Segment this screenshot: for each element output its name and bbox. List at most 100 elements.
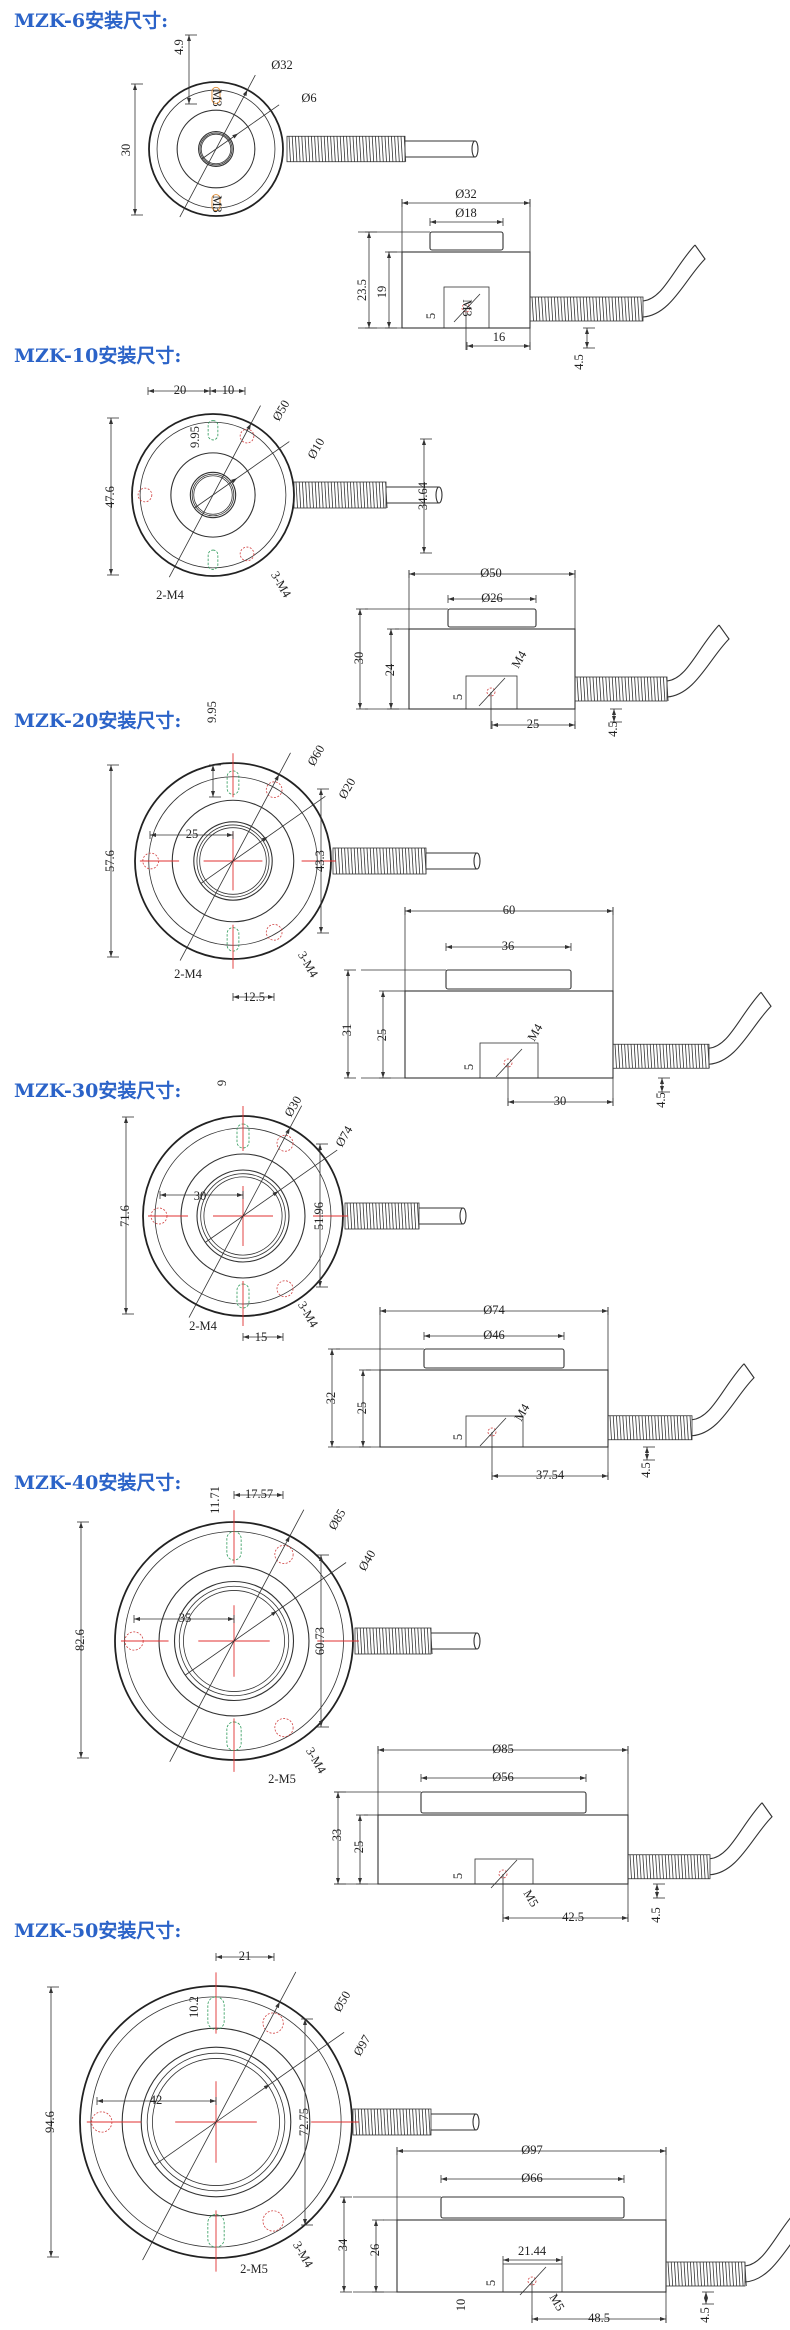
spring-coil [659, 1044, 662, 1069]
dimension-arrow [239, 389, 245, 393]
dimension-arrow [228, 1617, 234, 1621]
spring-coil [340, 481, 343, 509]
dimension-arrow [204, 389, 210, 393]
dimension-arrow [109, 765, 113, 771]
spring-coil [317, 136, 320, 162]
spring-coil [660, 1415, 664, 1440]
spring-coil [407, 1202, 410, 1230]
spring-coil [696, 2261, 699, 2287]
spring-coil [635, 1415, 638, 1440]
spring-coil [385, 481, 388, 509]
dimension-arrow [524, 344, 530, 348]
top-view-dimension-label: 51.96 [312, 1202, 326, 1230]
spring-coil [646, 1044, 649, 1069]
dimension-arrow [585, 342, 589, 348]
cable-strain-relief [344, 1202, 420, 1230]
spring-coil [741, 2261, 744, 2287]
spring-coil [725, 2261, 728, 2287]
spring-coil [700, 1854, 703, 1879]
spring-coil [428, 2108, 431, 2136]
spring-sleeve [293, 481, 387, 509]
spring-coil [595, 296, 598, 322]
spring-coil [662, 1044, 665, 1069]
spring-coil [363, 847, 366, 875]
dimension-arrow [211, 791, 215, 797]
spring-coil [653, 1044, 656, 1069]
spring-coil [388, 1202, 391, 1230]
spring-coil [366, 1627, 369, 1655]
spring-coil [376, 847, 379, 875]
spring-coil [330, 481, 334, 509]
dimension-arrow [277, 1335, 283, 1339]
cable-strain-relief [332, 847, 427, 875]
section-title: MZK-50安装尺寸: [14, 1919, 181, 1942]
side-view-dimension-label: M4 [525, 1021, 546, 1044]
top-view-dimension-label: 21 [239, 1949, 252, 1963]
dimension-arrow [430, 220, 436, 224]
dimension-arrow [285, 1127, 290, 1134]
dimension-arrow [124, 1308, 128, 1314]
spring-coil [385, 1202, 388, 1230]
top-view-dimension-label: 30 [119, 144, 133, 157]
thread-leader [519, 2266, 547, 2296]
load-boss [440, 2196, 625, 2219]
dimension-arrow [346, 1072, 350, 1078]
side-connector-pad [479, 1042, 539, 1079]
dimension-arrow [160, 1193, 166, 1197]
spring-coil [649, 1044, 653, 1069]
spring-coil [411, 1627, 414, 1655]
mounting-slot [211, 194, 221, 212]
spring-coil [391, 1627, 395, 1655]
cable-end [471, 140, 479, 158]
diameter-leader [205, 1149, 338, 1243]
spring-coil [427, 1627, 430, 1655]
top-view-dimension-label: 11.71 [208, 1486, 222, 1514]
spring-coil [382, 847, 385, 875]
spring-coil [554, 296, 557, 322]
spring-coil [667, 2261, 670, 2287]
side-view-dimension-label: 5 [462, 1064, 476, 1070]
spring-coil [362, 1202, 365, 1230]
side-view-dimension-label: M3 [460, 299, 474, 316]
top-view-dimension-label: Ø6 [301, 91, 316, 105]
side-view-dimension-label: 5 [451, 694, 465, 700]
spring-coil [380, 2108, 383, 2136]
spring-coil [630, 1044, 633, 1069]
cable [419, 1207, 463, 1225]
spring-coil [394, 136, 397, 162]
threaded-hole [265, 924, 283, 941]
spring-coil [673, 1415, 676, 1440]
spring-coil [311, 136, 314, 162]
dimension-arrow [380, 1309, 386, 1313]
spring-coil [701, 1044, 704, 1069]
spring-coil [615, 676, 618, 702]
spring-coil [417, 1627, 420, 1655]
spring-coil [674, 1854, 677, 1879]
spring-coil [663, 676, 666, 702]
spring-coil [630, 296, 634, 322]
dimension-arrow [467, 344, 473, 348]
top-view-dimension-label: 2-M4 [156, 588, 185, 602]
side-view-dimension-label: 23.5 [355, 279, 369, 301]
top-view-dimension-label: Ø60 [305, 743, 328, 769]
spring-coil [690, 1854, 693, 1879]
spring-coil [323, 136, 327, 162]
hub-rim [146, 2052, 286, 2192]
spring-coil [609, 1415, 612, 1440]
dimension-arrow [187, 35, 191, 41]
dimension-arrow [319, 1721, 323, 1727]
load-boss [420, 1791, 587, 1814]
side-view-dimension-label: M4 [509, 648, 530, 671]
spring-coil [302, 481, 305, 509]
dimension-arrow [405, 909, 411, 913]
dimension-arrow [133, 84, 137, 90]
side-view-dimension-label: Ø26 [481, 591, 503, 605]
outer-diameter-circle [148, 81, 284, 217]
top-view-dimension-label: 12.5 [243, 990, 265, 1004]
spring-coil [291, 136, 295, 162]
top-view-dimension-label: 43.3 [313, 850, 327, 872]
